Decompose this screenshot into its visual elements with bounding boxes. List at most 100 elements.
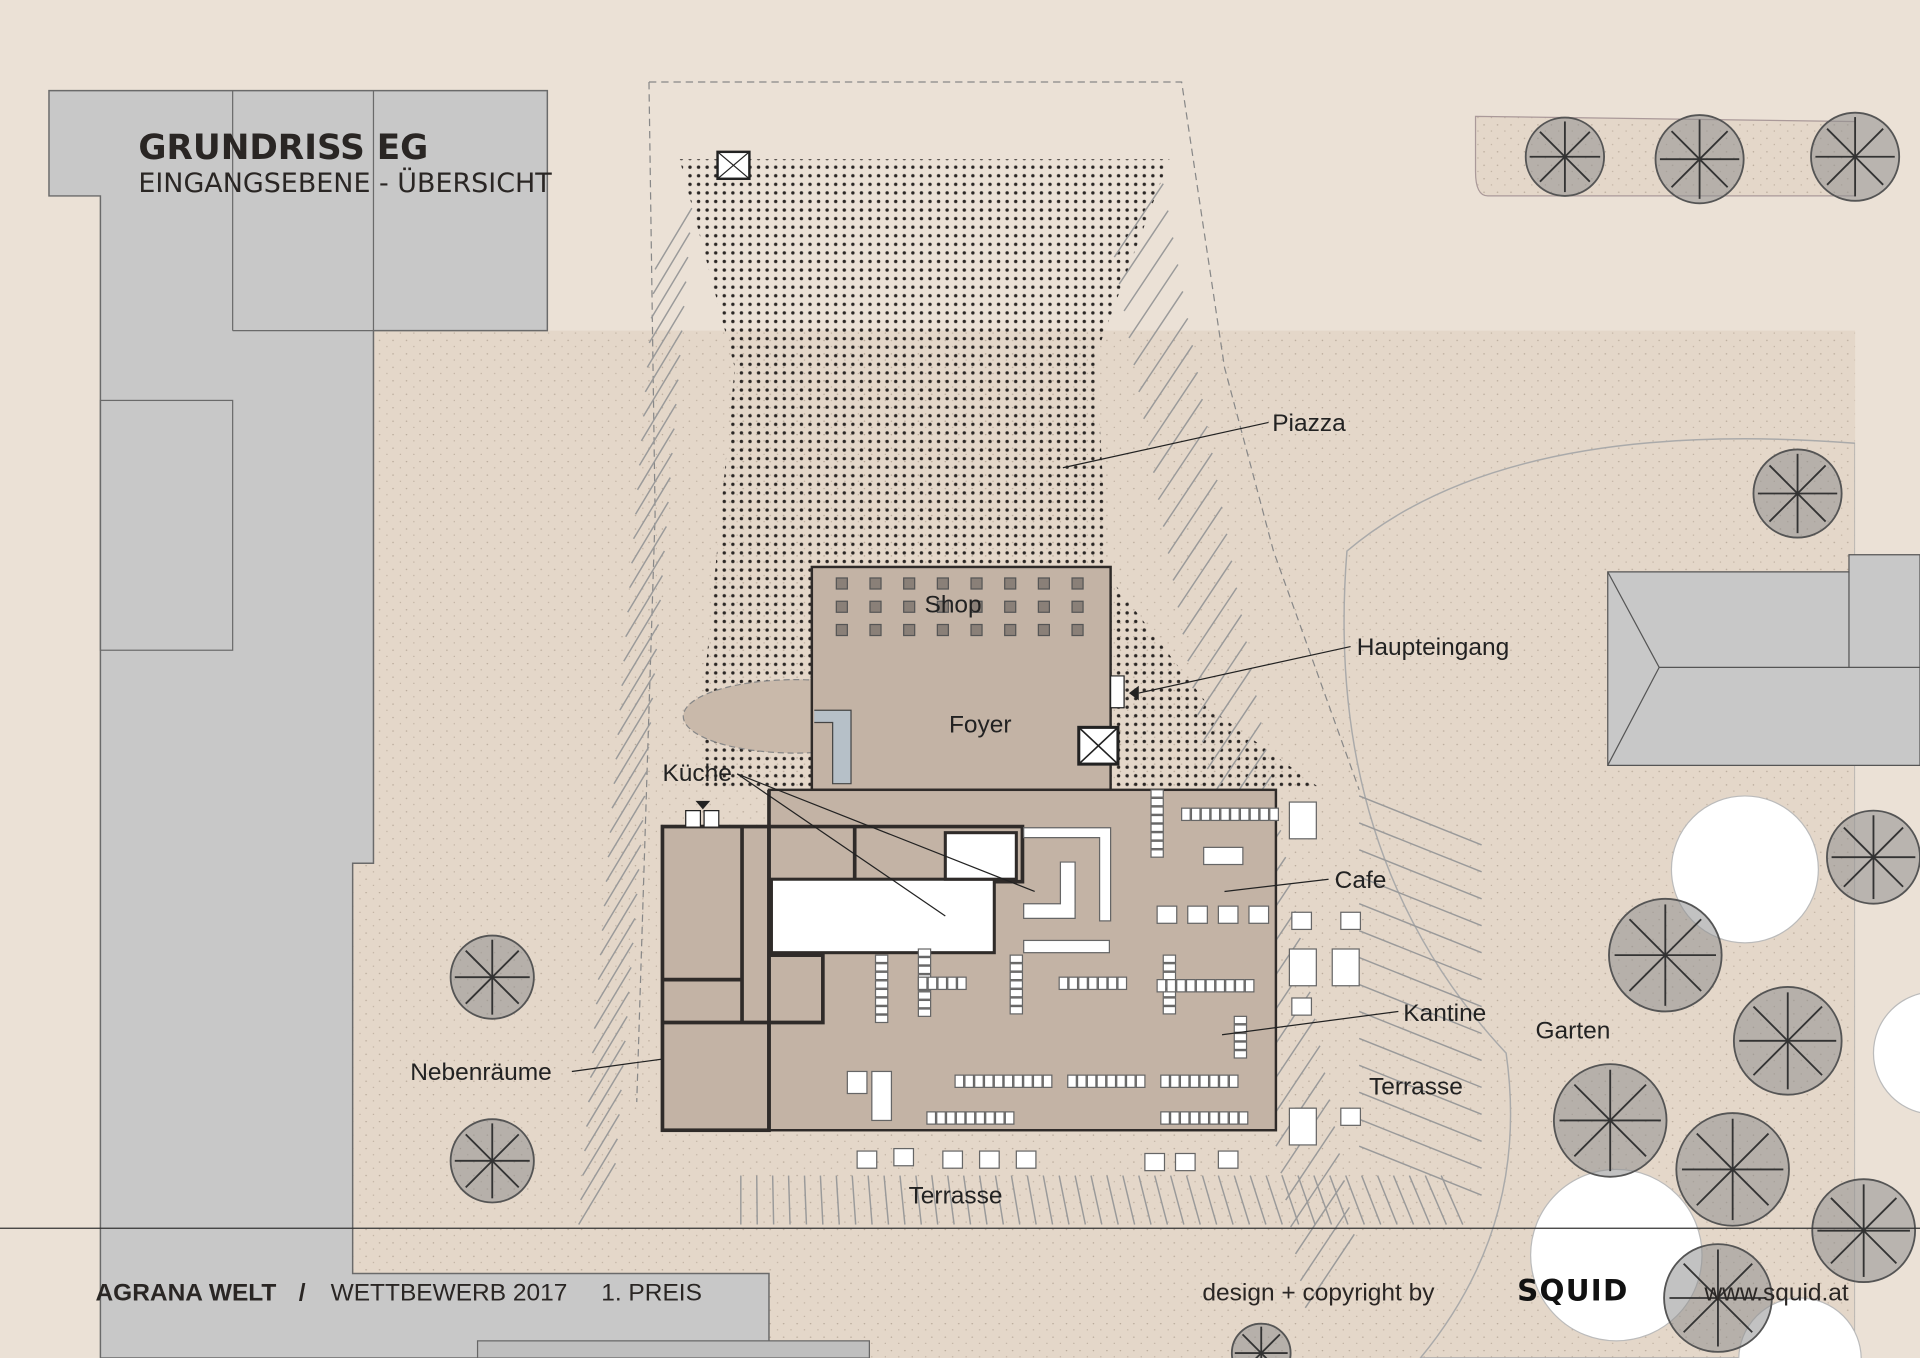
table <box>936 1111 946 1125</box>
step-line <box>1217 1175 1234 1225</box>
step-line <box>1285 1126 1336 1201</box>
step-line <box>1211 722 1262 797</box>
tree-icon <box>1810 111 1901 202</box>
label-haupteingang: Haupteingang <box>1357 634 1509 661</box>
tree-branch <box>1826 156 1856 186</box>
step-line <box>603 844 642 907</box>
label-kantine: Kantine <box>1403 1000 1486 1027</box>
table <box>1150 849 1164 858</box>
step-line <box>1358 849 1482 900</box>
step-line <box>1408 1175 1431 1225</box>
bench <box>1288 801 1317 840</box>
step-line <box>1147 371 1199 447</box>
table-set <box>1174 1152 1196 1172</box>
table <box>1218 1074 1229 1088</box>
table <box>1244 979 1255 993</box>
step-line <box>619 648 658 711</box>
cold-room <box>943 831 1018 881</box>
shelf <box>869 623 882 637</box>
table <box>1200 807 1211 822</box>
table <box>874 988 889 998</box>
step-line <box>650 256 689 319</box>
tree-branch <box>491 1133 520 1162</box>
entry-arrow-icon <box>695 800 711 810</box>
tree-branch <box>491 976 520 1005</box>
table <box>1087 976 1098 991</box>
footer-award: 1. PREIS <box>601 1279 702 1306</box>
table <box>1269 807 1279 822</box>
step-line <box>1281 1175 1300 1225</box>
label-nebenraeume: Nebenräume <box>410 1059 552 1086</box>
table <box>1042 1074 1053 1088</box>
roof-ridge <box>1607 571 1920 766</box>
tree-branch <box>1752 1040 1789 1076</box>
step-line <box>1299 1206 1350 1282</box>
tree-branch <box>1854 128 1884 158</box>
table <box>917 956 932 966</box>
step-line <box>617 673 656 736</box>
step-line <box>1153 1175 1169 1225</box>
tree-branch <box>1573 1083 1611 1122</box>
table <box>846 1070 868 1095</box>
table-set <box>1187 905 1208 924</box>
table <box>1009 954 1024 964</box>
table <box>994 1111 1005 1125</box>
tree-icon <box>1524 116 1605 197</box>
tree-branch <box>1539 131 1566 158</box>
table <box>1189 1111 1200 1125</box>
step-line <box>625 575 664 638</box>
shop-foyer-block <box>810 565 1112 792</box>
table <box>1076 1074 1087 1088</box>
step-line <box>1177 533 1228 608</box>
tree-branch <box>1609 1083 1647 1122</box>
shelf <box>1004 623 1017 637</box>
tree-branch <box>1698 158 1729 188</box>
step-line <box>1042 1175 1054 1225</box>
table <box>1162 997 1177 1006</box>
footer-url[interactable]: www.squid.at <box>1703 1279 1848 1306</box>
shelf <box>970 623 983 637</box>
tree-icon <box>1654 114 1745 205</box>
step-line <box>1297 1175 1316 1225</box>
step-line <box>1167 479 1218 554</box>
table-set <box>1217 905 1239 924</box>
tree-icon <box>1732 986 1843 1096</box>
label-terrasse-east: Terrasse <box>1369 1074 1463 1101</box>
shelf <box>936 623 949 637</box>
step-line <box>1074 1175 1087 1225</box>
table-set <box>1144 1152 1166 1172</box>
step-line <box>1358 822 1482 873</box>
stair-core <box>814 709 852 785</box>
step-line <box>883 1175 890 1225</box>
step-line <box>1358 876 1482 927</box>
step-line <box>1329 1175 1349 1225</box>
page-title: GRUNDRISS EG <box>138 128 428 168</box>
table <box>983 1074 994 1088</box>
table <box>1228 1111 1239 1125</box>
tree-icon <box>1230 1322 1292 1358</box>
step-line <box>1206 695 1257 770</box>
step-line <box>1345 1175 1366 1225</box>
table <box>1004 1111 1015 1125</box>
table <box>1233 1041 1248 1051</box>
step-line <box>593 966 632 1029</box>
step-line <box>642 354 681 417</box>
footer-separator: / <box>299 1279 306 1306</box>
buffet-counter <box>1023 827 1112 922</box>
tree-branch <box>1683 1297 1719 1333</box>
step-line <box>1424 1175 1448 1225</box>
table <box>1199 1111 1210 1125</box>
table <box>954 1074 965 1088</box>
tree-branch <box>1696 1168 1734 1206</box>
tree-icon <box>449 1118 535 1204</box>
step-line <box>1358 1091 1482 1142</box>
tree-branch <box>465 950 493 978</box>
table <box>1230 807 1240 822</box>
tree-branch <box>1732 1132 1770 1171</box>
table <box>1238 1111 1249 1125</box>
step-line <box>583 1089 622 1152</box>
step-line <box>581 1113 620 1176</box>
table <box>1096 1074 1107 1088</box>
step-line <box>1358 983 1482 1035</box>
step-line <box>1376 1175 1398 1225</box>
